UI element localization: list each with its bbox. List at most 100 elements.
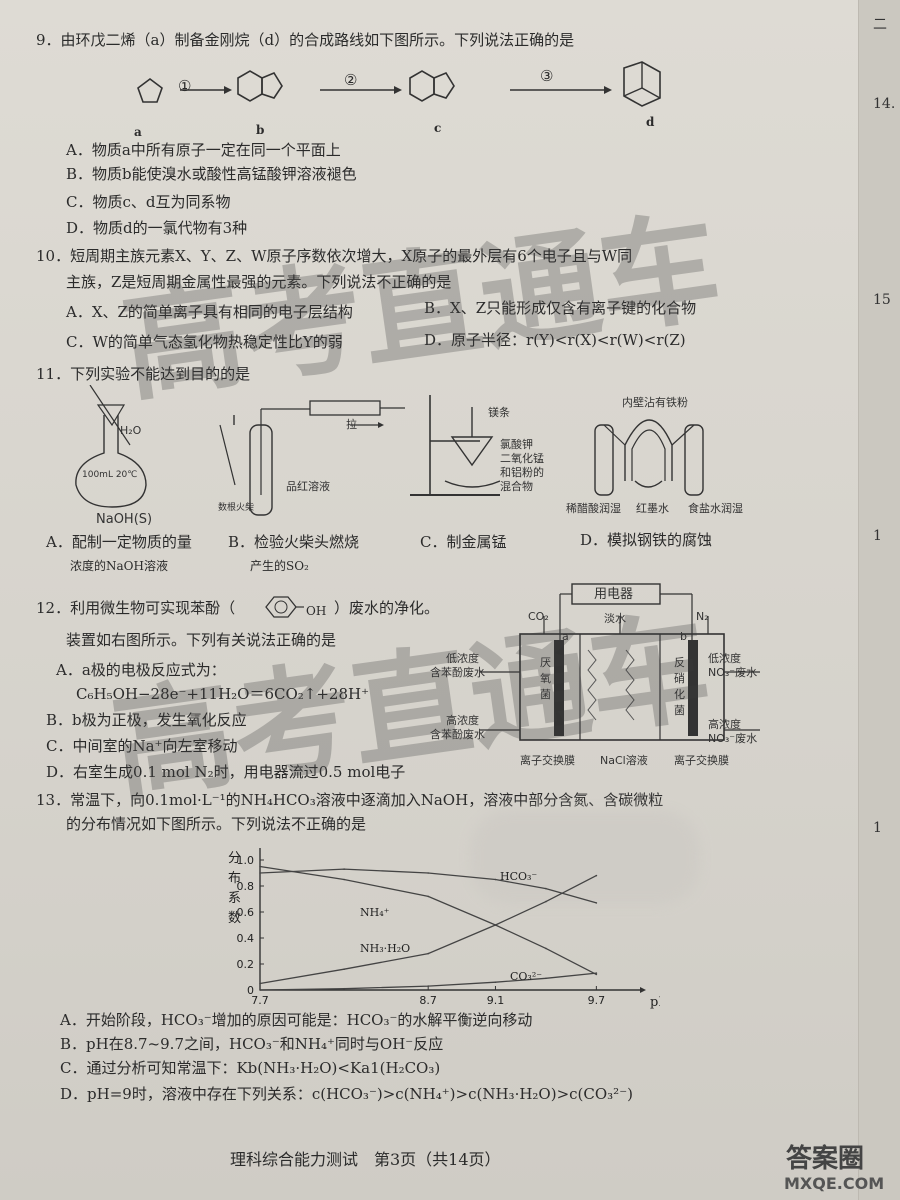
fig-label: NaCl溶液 bbox=[600, 754, 648, 767]
y-tick-label: 0.2 bbox=[237, 958, 255, 971]
y-axis-label: 布 bbox=[228, 871, 241, 886]
compound-label: b bbox=[256, 123, 265, 137]
thermite-setup bbox=[410, 395, 501, 496]
fig-label: 氧 bbox=[540, 672, 551, 685]
y-tick-label: 1.0 bbox=[237, 854, 255, 867]
fig-label: 镁条 bbox=[488, 406, 510, 419]
site-logo: 答案圈 MXQE.COM bbox=[784, 1143, 884, 1193]
data-point bbox=[545, 887, 547, 890]
q12-option: A．a极的电极反应式为： bbox=[56, 661, 226, 679]
fig-label: 食盐水润湿 bbox=[688, 502, 743, 515]
fig-label: 低浓度 bbox=[708, 652, 741, 665]
fig-label: 反 bbox=[674, 656, 685, 669]
q13-option: D．pH=9时，溶液中存在下列关系：c(HCO₃⁻)>c(NH₄⁺)>c(NH₃… bbox=[60, 1085, 633, 1103]
fig-label: 淡水 bbox=[604, 612, 626, 625]
fig-label: N₂ bbox=[696, 610, 709, 623]
y-tick-label: 0.6 bbox=[237, 906, 255, 919]
compound-label: d bbox=[646, 115, 655, 129]
svg-text:答案圈: 答案圈 bbox=[786, 1143, 864, 1174]
q11-option: D．模拟钢铁的腐蚀 bbox=[580, 531, 713, 549]
fig-label: 化 bbox=[674, 688, 685, 701]
q12-option: C₆H₅OH−28e⁻+11H₂O＝6CO₂↑+28H⁺ bbox=[76, 685, 370, 703]
page-footer: 理科综合能力测试 第3页（共14页） bbox=[230, 1150, 501, 1169]
q11-apparatus-figures bbox=[75, 385, 704, 516]
x-tick-label: 8.7 bbox=[419, 994, 437, 1007]
fig-label: NO₃⁻废水 bbox=[708, 666, 758, 679]
fig-label: NO₃⁻废水 bbox=[708, 732, 758, 745]
cyclopentadiene-structure bbox=[137, 78, 163, 103]
y-tick-label: 0.4 bbox=[237, 932, 255, 945]
series-line bbox=[259, 972, 597, 991]
margin-text: 1 bbox=[873, 820, 882, 836]
electrode-a bbox=[554, 640, 564, 736]
q9-option: D．物质d的一氯代物有3种 bbox=[66, 219, 248, 237]
fig-label: 和铝粉的 bbox=[500, 466, 544, 479]
fig-label: 氯酸钾 bbox=[500, 438, 533, 451]
x-tick-label: 7.7 bbox=[251, 994, 269, 1007]
q9-option: B．物质b能使溴水或酸性高锰酸钾溶液褪色 bbox=[66, 165, 357, 183]
q12-option: D．右室生成0.1 mol N₂时，用电器流过0.5 mol电子 bbox=[46, 763, 406, 781]
step-label: ② bbox=[344, 71, 358, 89]
fig-label: 菌 bbox=[674, 704, 685, 717]
q12-option: C．中间室的Na⁺向左室移动 bbox=[46, 737, 238, 755]
data-point bbox=[259, 989, 261, 991]
fig-label: 高浓度 bbox=[446, 714, 479, 727]
cell-body bbox=[519, 633, 725, 741]
volumetric-flask bbox=[75, 385, 147, 508]
q11-option: A．配制一定物质的量 bbox=[46, 533, 192, 551]
q9-stem: 9．由环戊二烯（a）制备金刚烷（d）的合成路线如下图所示。下列说法正确的是 bbox=[36, 31, 575, 49]
data-point bbox=[259, 865, 261, 868]
y-axis-label: 分 bbox=[228, 851, 241, 866]
y-tick-label: 0.8 bbox=[237, 880, 255, 893]
data-point bbox=[343, 878, 345, 881]
q12-stem: ）废水的净化。 bbox=[334, 599, 440, 617]
data-point bbox=[595, 874, 598, 877]
q11-option: B．检验火柴头燃烧 bbox=[228, 533, 360, 551]
q10-option: A．X、Z的简单离子具有相同的电子层结构 bbox=[66, 303, 353, 321]
obscured-region bbox=[470, 810, 700, 905]
x-axis-label: pH bbox=[650, 995, 660, 1010]
series-label: NH₃·H₂O bbox=[360, 942, 410, 955]
fig-label: 红墨水 bbox=[636, 502, 669, 515]
q13-option: C．通过分析可知常温下：Kb(NH₃·H₂O)<Ka1(H₂CO₃) bbox=[60, 1059, 441, 1077]
q11-option: 浓度的NaOH溶液 bbox=[70, 559, 168, 573]
q12-stem: 装置如右图所示。下列有关说法正确的是 bbox=[66, 631, 337, 649]
svg-text:MXQE.COM: MXQE.COM bbox=[784, 1174, 884, 1193]
margin-text: 1 bbox=[873, 528, 882, 544]
series-label: CO₃²⁻ bbox=[510, 970, 542, 983]
dicyclopentadiene-structure bbox=[237, 70, 263, 102]
margin-text: 15 bbox=[873, 292, 891, 308]
fig-label: 菌 bbox=[540, 688, 551, 701]
electrode-b bbox=[688, 640, 698, 736]
q9-option: A．物质a中所有原子一定在同一个平面上 bbox=[66, 141, 341, 159]
margin-text: 二 bbox=[873, 17, 887, 33]
corrosion-u-tube bbox=[594, 419, 704, 496]
phenol-ring bbox=[265, 596, 304, 618]
fig-label: 品红溶液 bbox=[286, 480, 330, 493]
data-point bbox=[259, 872, 261, 874]
compound-label: c bbox=[434, 121, 442, 135]
fig-label: 厌 bbox=[540, 656, 551, 669]
q12-stem: 12．利用微生物可实现苯酚（ bbox=[36, 599, 236, 617]
fig-label: CO₂ bbox=[528, 610, 549, 623]
q13-option: B．pH在8.7~9.7之间，HCO₃⁻和NH₄⁺同时与OH⁻反应 bbox=[60, 1035, 444, 1053]
syringe-test-tube bbox=[219, 400, 405, 516]
step-label: ① bbox=[178, 77, 192, 95]
data-point bbox=[427, 895, 429, 898]
adjacent-page-edge: 二 14. 15 1 1 bbox=[858, 0, 900, 1200]
margin-text: 14. bbox=[873, 96, 896, 112]
fig-label: 用电器 bbox=[594, 587, 634, 602]
fig-label: 拉 bbox=[346, 418, 357, 431]
series-line bbox=[259, 868, 597, 904]
step-label: ③ bbox=[540, 67, 554, 85]
x-axis-arrow bbox=[640, 987, 646, 993]
fig-label: H₂O bbox=[120, 424, 142, 437]
q13-option: A．开始阶段，HCO₃⁻增加的原因可能是：HCO₃⁻的水解平衡逆向移动 bbox=[60, 1011, 533, 1029]
series-line bbox=[259, 865, 597, 975]
data-point bbox=[427, 872, 429, 874]
q13-stem: 13．常温下，向0.1mol·L⁻¹的NH₄HCO₃溶液中逐滴加入NaOH，溶液… bbox=[36, 791, 664, 809]
data-point bbox=[494, 981, 497, 983]
data-point bbox=[494, 878, 497, 881]
y-axis-label: 数 bbox=[228, 911, 241, 926]
